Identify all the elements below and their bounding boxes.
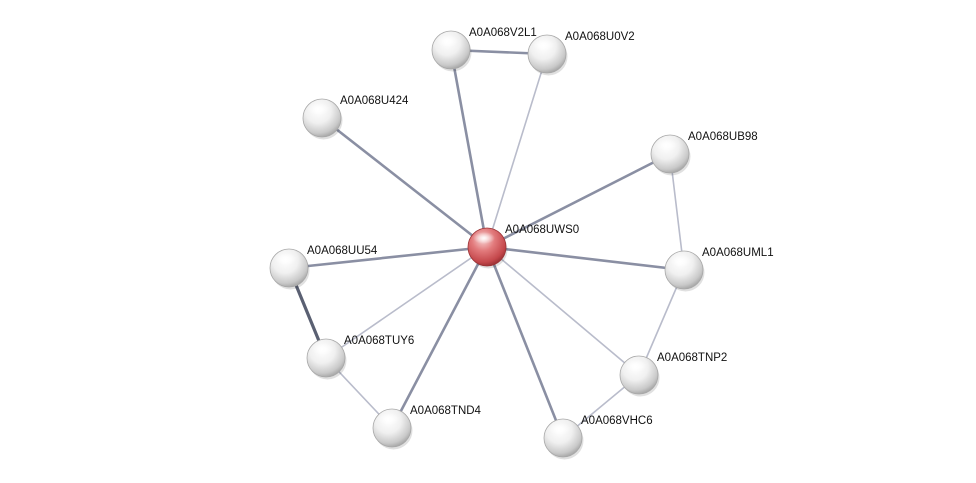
edge-a0a068uws0-a0a068v2l1[interactable] <box>449 48 489 249</box>
sphere-highlight <box>473 232 495 244</box>
sphere-highlight <box>533 39 555 51</box>
sphere-highlight <box>549 423 571 435</box>
node-label: A0A068TNP2 <box>657 352 727 364</box>
node-label: A0A068TND4 <box>410 405 482 417</box>
sphere-highlight <box>312 343 334 355</box>
edge-a0a068uws0-a0a068vhc6[interactable] <box>485 245 565 440</box>
edge-a0a068ub98-a0a068uml1[interactable] <box>669 153 685 271</box>
edge-a0a068uws0-a0a068tnd4[interactable] <box>390 245 489 430</box>
edge-a0a068uws0-a0a068u0v2[interactable] <box>486 53 548 248</box>
edge-a0a068uws0-a0a068tnp2[interactable] <box>486 246 640 376</box>
sphere-highlight <box>656 139 678 151</box>
node-label: A0A068UML1 <box>702 247 774 259</box>
sphere-highlight <box>670 255 692 267</box>
edge-a0a068uws0-a0a068u424[interactable] <box>320 116 489 249</box>
edge-a0a068uws0-a0a068uml1[interactable] <box>485 245 686 272</box>
sphere-highlight <box>308 103 330 115</box>
sphere-highlight <box>378 413 400 425</box>
node-a0a068u0v2[interactable]: A0A068U0V2 <box>527 31 635 76</box>
sphere-highlight <box>275 253 297 265</box>
node-label: A0A068U424 <box>340 95 409 107</box>
sphere-highlight <box>625 360 647 372</box>
edge-a0a068uws0-a0a068uu54[interactable] <box>287 245 489 270</box>
node-label: A0A068UU54 <box>307 245 378 257</box>
node-a0a068ub98[interactable]: A0A068UB98 <box>650 131 758 176</box>
node-a0a068tuy6[interactable]: A0A068TUY6 <box>306 335 414 380</box>
node-label: A0A068TUY6 <box>344 335 414 347</box>
node-label: A0A068UB98 <box>688 131 758 143</box>
node-layer: A0A068UWS0 A0A068V2L1 A0A068U0V2A0A068U424… <box>269 27 774 460</box>
node-a0a068uml1[interactable]: A0A068UML1 <box>664 247 774 292</box>
node-a0a068uu54[interactable]: A0A068UU54 <box>269 245 378 290</box>
node-a0a068v2l1[interactable]: A0A068V2L1 <box>431 27 537 72</box>
node-a0a068tnd4[interactable]: A0A068TND4 <box>372 405 482 450</box>
node-label: A0A068VHC6 <box>581 415 653 427</box>
node-label: A0A068U0V2 <box>565 31 635 43</box>
node-a0a068u424[interactable]: A0A068U424 <box>302 95 409 140</box>
node-a0a068uws0[interactable]: A0A068UWS0 <box>467 224 579 269</box>
node-label: A0A068UWS0 <box>505 224 579 236</box>
node-label: A0A068V2L1 <box>469 27 537 39</box>
edge-a0a068uws0-a0a068tuy6[interactable] <box>325 246 488 359</box>
edge-a0a068uws0-a0a068ub98[interactable] <box>485 152 672 249</box>
node-a0a068tnp2[interactable]: A0A068TNP2 <box>619 352 727 397</box>
node-a0a068vhc6[interactable]: A0A068VHC6 <box>543 415 653 460</box>
sphere-highlight <box>437 35 459 47</box>
